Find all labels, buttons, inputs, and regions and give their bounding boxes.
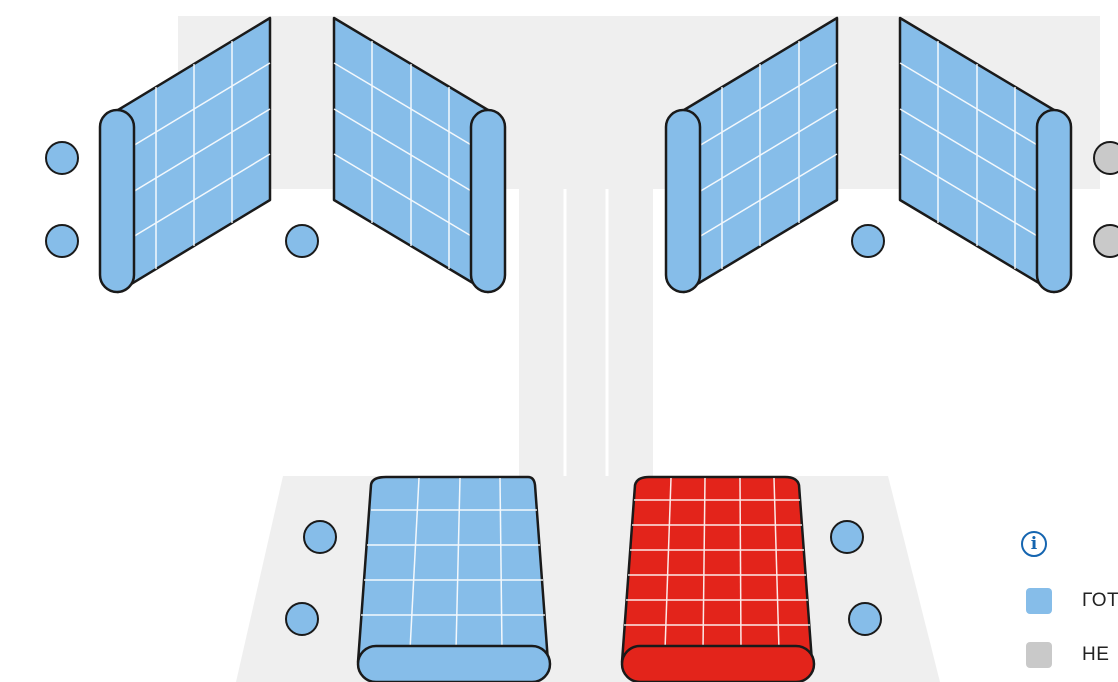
status-indicator[interactable]	[1094, 142, 1118, 174]
info-icon[interactable]: i	[1021, 531, 1047, 557]
status-indicator[interactable]	[286, 603, 318, 635]
legend-swatch	[1026, 642, 1052, 668]
panel-bottom-left[interactable]	[358, 477, 550, 682]
status-indicator[interactable]	[831, 521, 863, 553]
legend-label: ГОТ	[1082, 590, 1118, 612]
legend-label: НЕ	[1082, 644, 1109, 666]
status-indicator[interactable]	[304, 521, 336, 553]
bottom-platform	[236, 476, 940, 682]
panel-bottom-right[interactable]	[622, 477, 814, 682]
status-indicator[interactable]	[1094, 225, 1118, 257]
aisle	[519, 189, 653, 478]
status-indicator[interactable]	[286, 225, 318, 257]
status-indicator[interactable]	[46, 225, 78, 257]
legend: i ГОТ НЕ	[1018, 525, 1118, 682]
status-indicator[interactable]	[849, 603, 881, 635]
status-indicator[interactable]	[46, 142, 78, 174]
status-indicator[interactable]	[852, 225, 884, 257]
legend-swatch	[1026, 588, 1052, 614]
